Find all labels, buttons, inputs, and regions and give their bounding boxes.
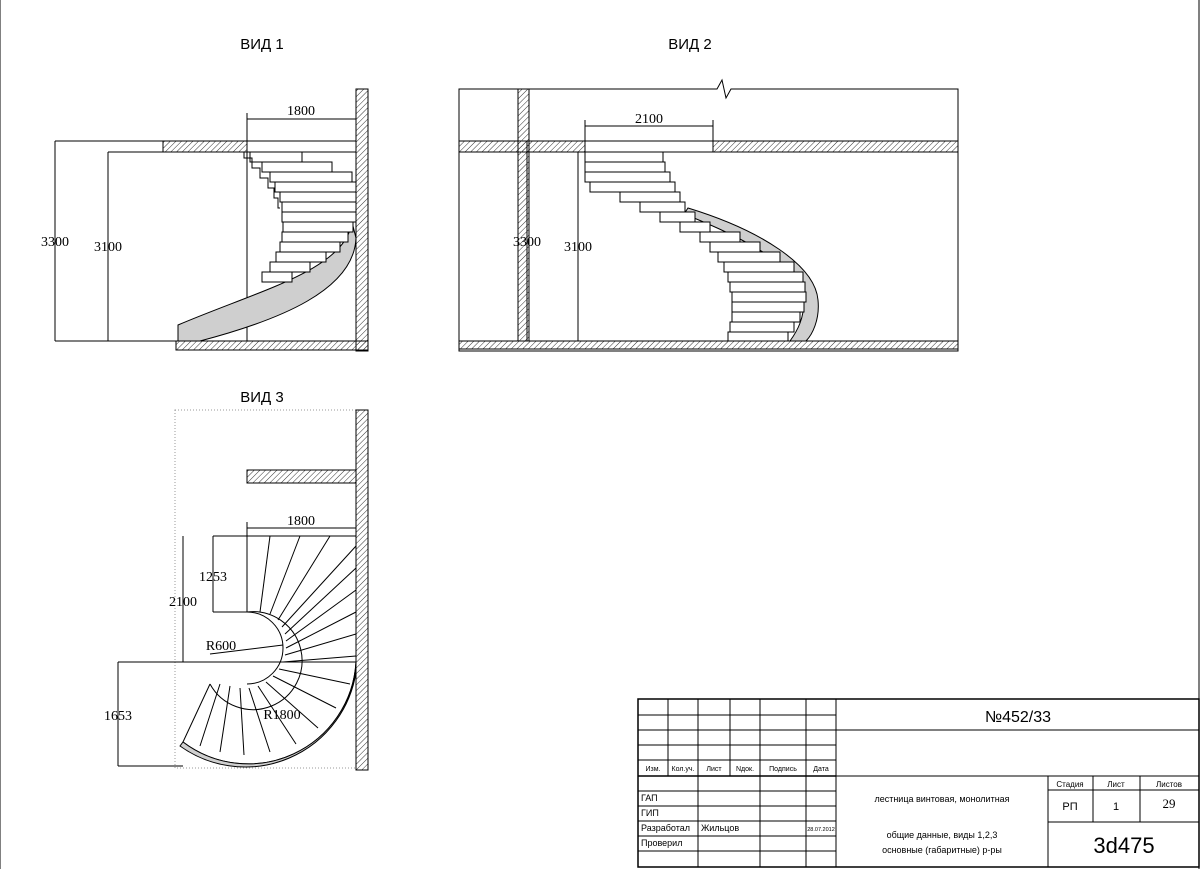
header-data: Дата — [813, 766, 829, 773]
view-1-floor — [175, 340, 369, 351]
view-1-width-label: 1800 — [287, 104, 315, 119]
view-1-floor-height-label: 3100 — [94, 240, 122, 255]
view-3-outer-radius-label: R1800 — [263, 708, 300, 723]
sheet-value: 1 — [1113, 801, 1119, 813]
view-3-treads — [175, 535, 357, 756]
view-2-floor-height-label: 3100 — [564, 240, 592, 255]
view-1-step-profile — [228, 151, 280, 209]
view-1-dimension-lines — [54, 113, 357, 342]
drawing-description: лестница винтовая, монолитная — [874, 794, 1009, 804]
stage-label: Стадия — [1056, 780, 1083, 789]
view-2-frame — [458, 78, 959, 352]
view-3: ВИД 3 — [104, 389, 369, 771]
sheet-title-line-1: общие данные, виды 1,2,3 — [887, 830, 998, 840]
role-checker: Проверил — [641, 838, 682, 848]
view-3-offset-3-label: 1653 — [104, 709, 132, 724]
sheet-title-line-2: основные (габаритные) р-ры — [882, 845, 1002, 855]
title-block: Изм. Кол.уч. Лист Nдок. Подпись Дата ГАП… — [637, 698, 1200, 868]
view-2-total-height-label: 3300 — [513, 235, 541, 250]
role-developer: Разработал — [641, 823, 690, 833]
view-3-offset-1-label: 1253 — [199, 570, 227, 585]
header-izm: Изм. — [646, 766, 661, 773]
developer-date: 28.07.2012 — [807, 827, 835, 833]
view-3-dimension-lines — [117, 522, 357, 767]
view-1-steps — [249, 151, 357, 283]
stage-value: РП — [1062, 801, 1077, 813]
header-list: Лист — [706, 766, 722, 773]
sheets-label: Листов — [1156, 780, 1182, 789]
view-3-wall — [355, 409, 369, 771]
header-podpis: Подпись — [769, 766, 797, 773]
view-1-total-height-label: 3300 — [41, 235, 69, 250]
view-1-stringer — [177, 221, 357, 342]
sheet-label: Лист — [1107, 780, 1125, 789]
view-3-inner-radius-label: R600 — [206, 639, 236, 654]
project-number: №452/33 — [985, 709, 1051, 726]
view-1-wall — [355, 88, 369, 352]
view-1-upper-slab — [162, 140, 248, 153]
drawing-code: 3d475 — [1093, 833, 1154, 858]
view-2-steps — [584, 151, 807, 342]
header-kol-uch: Кол.уч. — [672, 766, 695, 773]
view-3-slab — [246, 469, 357, 484]
sheets-value: 29 — [1163, 796, 1176, 811]
view-3-title: ВИД 3 — [240, 389, 283, 406]
view-2-dimension-lines — [526, 120, 714, 341]
role-gap: ГАП — [641, 793, 658, 803]
developer-name: Жильцов — [701, 823, 739, 833]
view-2-title: ВИД 2 — [668, 36, 711, 53]
view-2-width-label: 2100 — [635, 112, 663, 127]
view-3-width-label: 1800 — [287, 514, 315, 529]
role-gip: ГИП — [641, 808, 659, 818]
view-2-slab-right — [712, 140, 959, 153]
header-ndok: Nдок. — [736, 766, 754, 773]
view-1: ВИД 1 — [41, 36, 369, 352]
view-2-floor — [458, 340, 959, 350]
view-3-offset-2-label: 2100 — [169, 595, 197, 610]
view-1-title: ВИД 1 — [240, 36, 283, 53]
view-2: ВИД 2 — [458, 36, 959, 352]
